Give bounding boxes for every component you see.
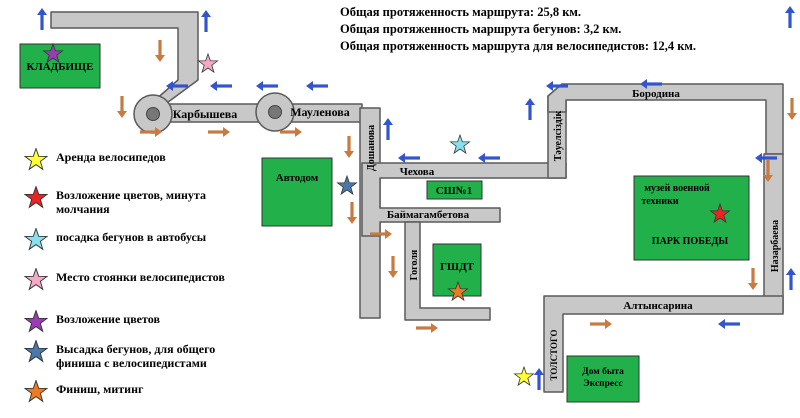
arrow-down-icon: [155, 40, 165, 62]
street-karbysheva: Карбышева: [173, 107, 238, 121]
legend-item-flowers-minute-silence: Возложение цветов, минута молчания: [24, 186, 234, 216]
legend-item-flowers: Возложение цветов: [24, 310, 234, 334]
arrow-up-icon: [785, 6, 795, 28]
label-school: СШ№1: [436, 185, 473, 197]
arrow-down-icon: [117, 96, 127, 118]
legend-label: Аренда велосипедов: [56, 150, 166, 164]
arrow-up-icon: [37, 8, 47, 30]
road-network: [50, 11, 784, 393]
arrow-left-icon: [398, 153, 420, 163]
label-dom-byta-line2: Экспресс: [583, 379, 622, 389]
arrow-up-icon: [383, 118, 393, 140]
arrow-down-icon: [748, 268, 758, 290]
yellow-star-icon: [24, 148, 48, 170]
pink-star-icon: [197, 53, 219, 73]
arrow-left-icon: [210, 81, 232, 91]
street-maulenova: Мауленова: [290, 105, 350, 119]
orange-star-icon: [24, 380, 48, 402]
roundabout-maulenova: [255, 92, 295, 132]
street-tauelsizdik: Тәуелсіздік: [553, 111, 564, 162]
stat-cyclists-length: Общая протяженность маршрута для велосип…: [340, 39, 697, 53]
steel-blue-star-icon: [336, 175, 358, 195]
label-park: ПАРК ПОБЕДЫ: [652, 236, 729, 247]
legend-label: Финиш, митинг: [56, 382, 144, 396]
legend-item-runners-boarding: посадка бегунов в автобусы: [24, 228, 234, 252]
street-tolstogo: ТОЛСТОГО: [549, 329, 559, 380]
arrow-down-icon: [344, 136, 354, 158]
legend-label: Возложение цветов, минута молчания: [56, 188, 206, 216]
arrow-left-icon: [718, 319, 740, 329]
street-doshanova: Дошанова: [366, 125, 377, 171]
arrow-down-icon: [787, 98, 797, 120]
label-cemetery: КЛАДБИЩЕ: [27, 61, 94, 73]
road-altynsarina: [543, 295, 784, 393]
street-baimagambetova: Баймагамбетова: [387, 209, 470, 221]
legend-label: Возложение цветов: [56, 312, 160, 326]
arrow-up-icon: [525, 98, 535, 120]
stat-runners-length: Общая протяженность маршрута бегунов: 3,…: [340, 22, 622, 36]
street-chekhova: Чехова: [400, 166, 435, 178]
route-stats: Общая протяженность маршрута: 25,8 км. О…: [340, 4, 696, 55]
legend-item-bike-rental: Аренда велосипедов: [24, 148, 234, 172]
steel-blue-star-icon: [24, 340, 48, 362]
label-museum-line1: музей военной: [644, 183, 710, 194]
arrow-right-icon: [416, 323, 438, 333]
roundabout-karbysheva: [133, 94, 173, 134]
street-altynsarina: Алтынсарина: [623, 300, 693, 312]
building-school: [426, 180, 483, 200]
building-dom-byta: [566, 355, 640, 403]
legend-item-cyclist-parking: Место стоянки велосипедистов: [24, 268, 234, 292]
arrow-down-icon: [388, 256, 398, 278]
light-blue-star-icon: [24, 228, 48, 250]
street-nazarbaeva: Назарбаева: [770, 220, 781, 272]
red-star-icon: [24, 186, 48, 208]
pink-star-icon: [24, 268, 48, 290]
label-gshdt: ГШДТ: [440, 261, 475, 273]
stat-total-length: Общая протяженность маршрута: 25,8 км.: [340, 5, 582, 19]
building-park: [633, 175, 750, 261]
arrow-right-icon: [208, 127, 230, 137]
label-dom-byta-line1: Дом быта: [582, 366, 624, 377]
road-gogolya: [404, 221, 491, 321]
label-museum-line2: техники: [641, 196, 678, 207]
arrow-left-icon: [478, 153, 500, 163]
purple-star-icon: [24, 310, 48, 332]
light-blue-star-icon: [449, 134, 471, 154]
legend-item-runners-dropoff: Высадка бегунов, для общего финиша с вел…: [24, 340, 234, 370]
yellow-star-icon: [513, 366, 535, 386]
street-borodina: Бородина: [632, 88, 680, 100]
street-gogolya: Гоголя: [409, 249, 420, 280]
arrow-up-icon: [201, 10, 211, 32]
arrow-left-icon: [256, 81, 278, 91]
arrow-right-icon: [590, 319, 612, 329]
label-avtodom: Автодом: [276, 172, 319, 184]
road-borodina: [547, 83, 784, 155]
arrow-up-icon: [786, 268, 796, 290]
arrow-down-icon: [347, 202, 357, 224]
legend-label: посадка бегунов в автобусы: [56, 230, 207, 244]
legend-item-finish-rally: Финиш, митинг: [24, 380, 234, 404]
legend-label: Место стоянки велосипедистов: [56, 270, 225, 284]
building-avtodom: [261, 157, 333, 227]
legend-label: Высадка бегунов, для общего финиша с вел…: [56, 342, 216, 370]
arrow-up-icon: [534, 368, 544, 390]
arrow-left-icon: [306, 81, 328, 91]
